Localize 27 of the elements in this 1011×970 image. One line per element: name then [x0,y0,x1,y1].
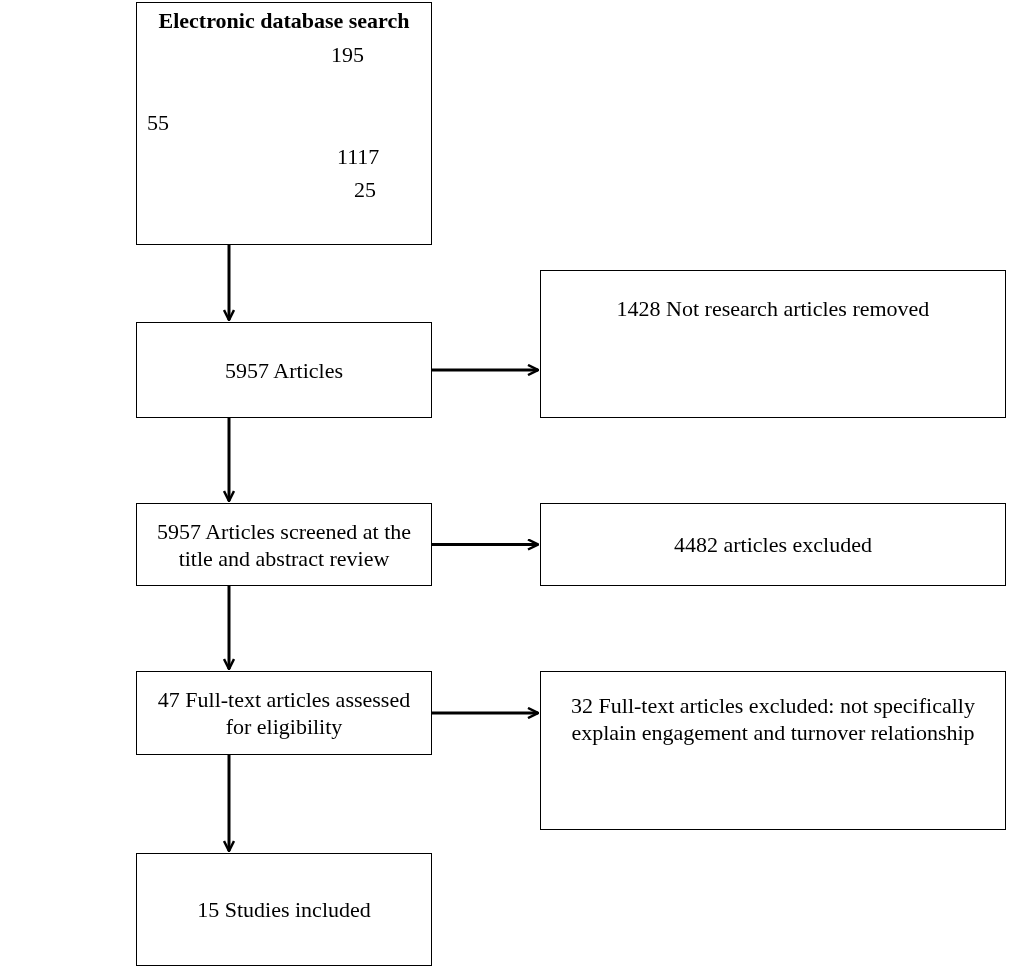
process-box [136,322,432,418]
box-text: 47 Full-text articles assessed for eligibility [156,686,412,740]
arrow [222,418,236,503]
box-text: 5957 Articles [225,356,343,384]
process-box [136,671,432,755]
count-text: 55 [147,109,169,136]
arrow [432,363,540,377]
process-box [540,671,1006,830]
count-text: 195 [331,41,364,68]
box-text: 15 Studies included [197,896,371,923]
arrow [222,586,236,671]
count-text: 25 [354,176,376,203]
process-box [136,503,432,586]
box-text: 1428 Not research articles removed [616,295,930,322]
arrow [432,706,540,720]
arrow [222,755,236,853]
process-box [540,503,1006,586]
process-box [136,853,432,966]
box-text: 5957 Articles screened at the title and abstract review [155,517,413,572]
arrow [432,538,540,551]
count-text: 1117 [337,143,380,170]
arrow [222,245,236,322]
process-box [136,2,432,245]
box-text: 4482 articles excluded [674,531,872,558]
box-heading: Electronic database search [158,7,410,34]
box-text: 32 Full-text articles excluded: not specifically explain engagement and turnover relationship [570,692,976,746]
process-box [540,270,1006,418]
